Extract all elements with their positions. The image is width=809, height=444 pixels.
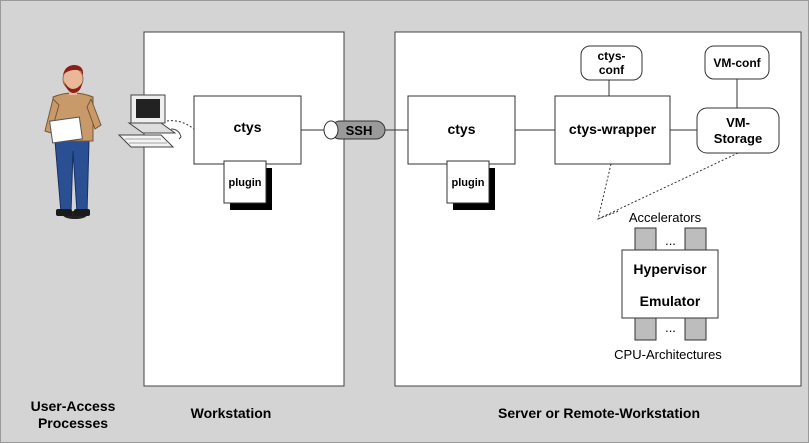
cpu-architectures-label: CPU-Architectures xyxy=(614,347,722,362)
computer-to-workstation-link xyxy=(166,120,195,130)
emulator-label: Emulator xyxy=(640,293,701,309)
ctys-conf-label-line1: ctys- xyxy=(597,49,625,63)
ctys-local-box xyxy=(193,95,302,165)
ctys-remote-box xyxy=(407,95,516,165)
cpu-right-bar xyxy=(684,317,707,341)
ctys-conf-box xyxy=(580,45,643,81)
ssh-tunnel xyxy=(301,120,408,140)
ctys-remote-label: ctys xyxy=(447,121,475,137)
hypervisor-emulator-box xyxy=(621,249,719,319)
ctys-local-label: ctys xyxy=(233,119,261,135)
computer-icon xyxy=(117,94,182,148)
accelerator-right-bar xyxy=(684,227,707,251)
accelerator-left-bar xyxy=(634,227,657,251)
hypervisor-label: Hypervisor xyxy=(633,261,707,277)
plugin-remote-box xyxy=(446,160,490,204)
ctys-wrapper-label: ctys-wrapper xyxy=(569,121,657,137)
vm-conf-box xyxy=(704,45,770,80)
ctys-wrapper-box xyxy=(554,95,671,165)
accelerators-label: Accelerators xyxy=(629,210,702,225)
vm-storage-label-line2: Storage xyxy=(714,131,762,146)
user-figure-icon xyxy=(44,65,102,219)
vm-conf-label: VM-conf xyxy=(713,56,761,70)
wrapper-to-accelerator-link xyxy=(597,163,620,220)
vm-storage-label-line1: VM- xyxy=(726,115,750,130)
ctys-conf-label-line2: conf xyxy=(599,63,625,77)
server-label: Server or Remote-Workstation xyxy=(498,405,700,421)
plugin-remote-label: plugin xyxy=(452,177,485,189)
plugin-local-box xyxy=(223,160,267,204)
workstation-label: Workstation xyxy=(191,405,272,421)
plugin-local-label: plugin xyxy=(229,177,262,189)
accelerator-ellipsis: ... xyxy=(665,233,676,248)
ssh-label: SSH xyxy=(346,123,373,138)
user-access-label-line2: Processes xyxy=(38,415,108,431)
cpu-left-bar xyxy=(634,317,657,341)
cpu-ellipsis: ... xyxy=(665,320,676,335)
storage-to-accelerator-link xyxy=(597,152,739,220)
user-access-label-line1: User-Access xyxy=(31,398,116,414)
